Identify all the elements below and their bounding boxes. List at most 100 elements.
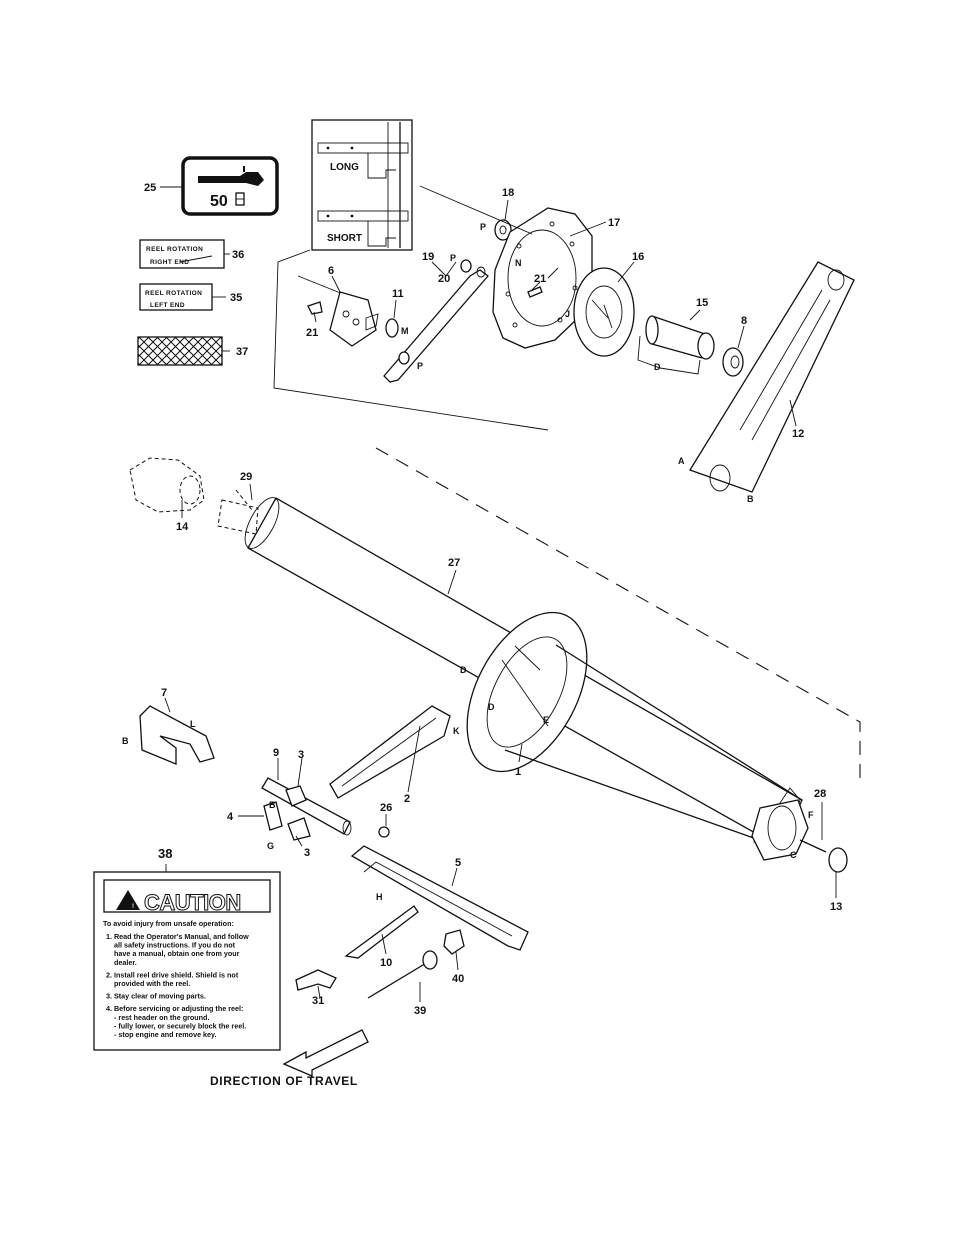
part-10-strap bbox=[344, 905, 419, 959]
caution-intro: To avoid injury from unsafe operation: bbox=[103, 919, 234, 928]
shaft-28 bbox=[799, 839, 827, 853]
warning-icon bbox=[116, 890, 140, 910]
letter-D3: D bbox=[654, 362, 661, 372]
decal-36-line1: REEL ROTATION bbox=[146, 246, 203, 253]
inset-long-label: LONG bbox=[330, 162, 359, 173]
reel-tube bbox=[244, 497, 809, 861]
letter-N: N bbox=[515, 258, 522, 268]
callout-18: 18 bbox=[502, 187, 514, 199]
direction-of-travel-caption: DIRECTION OF TRAVEL bbox=[210, 1074, 358, 1088]
callout-27: 27 bbox=[448, 557, 460, 569]
callout-12: 12 bbox=[792, 428, 804, 440]
svg-text:!: ! bbox=[132, 904, 134, 910]
part-39-spring bbox=[367, 961, 429, 999]
part-callouts: 1 2 3 3 4 5 6 7 8 9 10 11 12 13 14 15 16… bbox=[144, 182, 842, 1017]
caution-item-1-line-4: dealer. bbox=[114, 958, 137, 967]
decal-38-caution: ! CAUTION To avoid injury from unsafe op… bbox=[93, 871, 281, 1051]
callout-28: 28 bbox=[814, 788, 826, 800]
callout-21b: 21 bbox=[306, 327, 318, 339]
caution-item-4-line-4: - stop engine and remove key. bbox=[114, 1030, 217, 1039]
inset-long-short: LONG SHORT bbox=[311, 119, 413, 251]
callout-40: 40 bbox=[452, 973, 464, 985]
callout-19: 19 bbox=[422, 251, 434, 263]
callout-15: 15 bbox=[696, 297, 708, 309]
direction-arrow-icon bbox=[282, 1029, 369, 1077]
caution-item-2-line-1: 2. Install reel drive shield. Shield is … bbox=[106, 970, 239, 979]
callout-6: 6 bbox=[328, 265, 334, 277]
callout-17: 17 bbox=[608, 217, 620, 229]
letter-A: A bbox=[678, 456, 685, 466]
decal-35-line2: LEFT END bbox=[150, 302, 185, 309]
caution-item-1-line-3: have a manual, obtain one from your bbox=[114, 949, 240, 958]
caution-item-3-line-1: 3. Stay clear of moving parts. bbox=[106, 992, 206, 1001]
callout-21a: 21 bbox=[534, 273, 546, 285]
letter-P3: P bbox=[417, 361, 423, 371]
dash-guide bbox=[235, 489, 253, 511]
callout-11: 11 bbox=[392, 288, 404, 300]
letter-K: K bbox=[453, 726, 460, 736]
callout-7: 7 bbox=[161, 687, 167, 699]
callout-39: 39 bbox=[414, 1005, 426, 1017]
decal-25-value: 50 bbox=[210, 193, 228, 210]
callout-25: 25 bbox=[144, 182, 156, 194]
caution-item-2-line-2: provided with the reel. bbox=[114, 979, 190, 988]
letter-H: H bbox=[376, 892, 383, 902]
letter-D1: D bbox=[460, 665, 467, 675]
callout-35: 35 bbox=[230, 292, 242, 304]
callout-8: 8 bbox=[741, 315, 747, 327]
letter-B2: B bbox=[122, 736, 129, 746]
part-29-shaft bbox=[217, 499, 259, 535]
callout-3a: 3 bbox=[298, 749, 304, 761]
grease-gun-icon bbox=[198, 172, 264, 186]
letter-P2: P bbox=[450, 253, 456, 263]
dash-guide bbox=[273, 249, 549, 431]
callout-16: 16 bbox=[632, 251, 644, 263]
decal-36-line2: RIGHT END bbox=[150, 259, 189, 266]
caution-items: 1. Read the Operator's Manual, and follo… bbox=[106, 932, 249, 1039]
part-5-shield bbox=[350, 845, 529, 951]
caution-heading: CAUTION bbox=[144, 890, 241, 915]
part-26-nut bbox=[378, 826, 390, 838]
callout-26: 26 bbox=[380, 802, 392, 814]
part-40-clip bbox=[443, 929, 465, 955]
dash-guide bbox=[375, 447, 861, 780]
callout-3b: 3 bbox=[304, 847, 310, 859]
letter-C: C bbox=[790, 850, 797, 860]
decal-35-reel-rotation-left: REEL ROTATION LEFT END bbox=[139, 283, 213, 311]
decal-37-reflector bbox=[137, 336, 223, 366]
drive-assembly bbox=[129, 207, 855, 513]
leader-lines bbox=[160, 186, 837, 1002]
callout-9: 9 bbox=[273, 747, 279, 759]
letter-L: L bbox=[190, 719, 196, 729]
arrow-right-icon bbox=[179, 255, 213, 263]
letter-P1: P bbox=[480, 222, 486, 232]
part-2-arm bbox=[329, 705, 451, 799]
inset-short-label: SHORT bbox=[327, 233, 362, 244]
decal-25-grease: 50 bbox=[181, 156, 279, 216]
part-7-bracket bbox=[139, 705, 215, 765]
callout-13: 13 bbox=[830, 901, 842, 913]
callout-1: 1 bbox=[515, 766, 521, 778]
callout-31: 31 bbox=[312, 995, 324, 1007]
caution-item-1-line-1: 1. Read the Operator's Manual, and follo… bbox=[106, 932, 249, 941]
callout-10: 10 bbox=[380, 957, 392, 969]
letter-B3: B bbox=[269, 800, 276, 810]
callout-4: 4 bbox=[227, 811, 234, 823]
reference-letters: A B B B C D D D E F G H J K L M N P P P bbox=[122, 222, 814, 902]
letter-J: J bbox=[565, 309, 570, 319]
part-31-clip bbox=[295, 969, 337, 991]
letter-F: F bbox=[808, 810, 814, 820]
callout-5: 5 bbox=[455, 857, 461, 869]
letter-G: G bbox=[267, 841, 274, 851]
letter-E: E bbox=[543, 715, 549, 725]
decal-35-line1: REEL ROTATION bbox=[145, 290, 202, 297]
letter-B1: B bbox=[747, 494, 754, 504]
letter-D2: D bbox=[488, 702, 495, 712]
part-13-bearing bbox=[828, 847, 848, 873]
part-9-shaft bbox=[261, 777, 352, 841]
callout-2: 2 bbox=[404, 793, 410, 805]
callout-14: 14 bbox=[176, 521, 189, 533]
caution-item-4-line-3: - fully lower, or securely block the ree… bbox=[114, 1021, 246, 1030]
callout-38: 38 bbox=[158, 846, 172, 861]
callout-36: 36 bbox=[232, 249, 244, 261]
